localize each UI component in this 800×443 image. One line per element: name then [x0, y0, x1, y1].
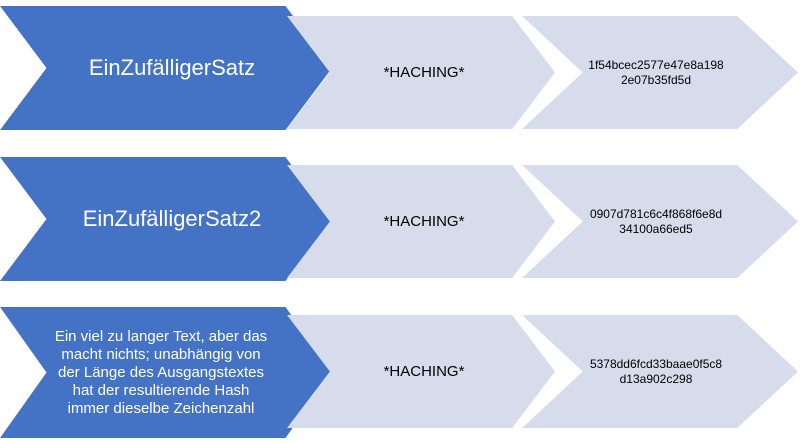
- input-text-1: EinZufälligerSatz: [88, 55, 256, 80]
- hashing-chevron-3: *HACHING*: [287, 315, 555, 428]
- input-chevron-2: EinZufälligerSatz2: [0, 157, 332, 281]
- hash-line-2b: 34100a66ed5: [619, 221, 693, 236]
- hashing-label-3: *HACHING*: [383, 363, 465, 380]
- hashing-label-1: *HACHING*: [383, 64, 465, 81]
- hash-line-1b: 2e07b35fd5d: [620, 72, 692, 87]
- hash-line-3b: d13a902c298: [619, 371, 693, 386]
- hashing-chevron-1: *HACHING*: [287, 16, 555, 129]
- hash-chevron-2: 0907d781c6c4f868f6e8d 34100a66ed5: [522, 165, 798, 278]
- input-text-3: Ein viel zu langer Text, aber das macht …: [54, 327, 268, 417]
- hash-chevron-3: 5378dd6fcd33baae0f5c8 d13a902c298: [522, 315, 798, 428]
- input-chevron-3: Ein viel zu langer Text, aber das macht …: [0, 307, 332, 438]
- input-chevron-1: EinZufälligerSatz: [0, 6, 332, 130]
- hash-output-1: 1f54bcec2577e47e8a198 2e07b35fd5d: [588, 58, 723, 88]
- hashing-label-2: *HACHING*: [383, 213, 465, 230]
- hashing-chevron-2: *HACHING*: [287, 165, 555, 278]
- hash-output-3: 5378dd6fcd33baae0f5c8 d13a902c298: [590, 357, 722, 387]
- hash-line-1a: 1f54bcec2577e47e8a198: [588, 57, 724, 72]
- input-text-2: EinZufälligerSatz2: [82, 206, 262, 231]
- hash-line-3a: 5378dd6fcd33baae0f5c8: [589, 356, 723, 371]
- hash-chevron-1: 1f54bcec2577e47e8a198 2e07b35fd5d: [522, 16, 798, 129]
- hash-output-2: 0907d781c6c4f868f6e8d 34100a66ed5: [590, 207, 722, 237]
- hash-line-2a: 0907d781c6c4f868f6e8d: [589, 206, 723, 221]
